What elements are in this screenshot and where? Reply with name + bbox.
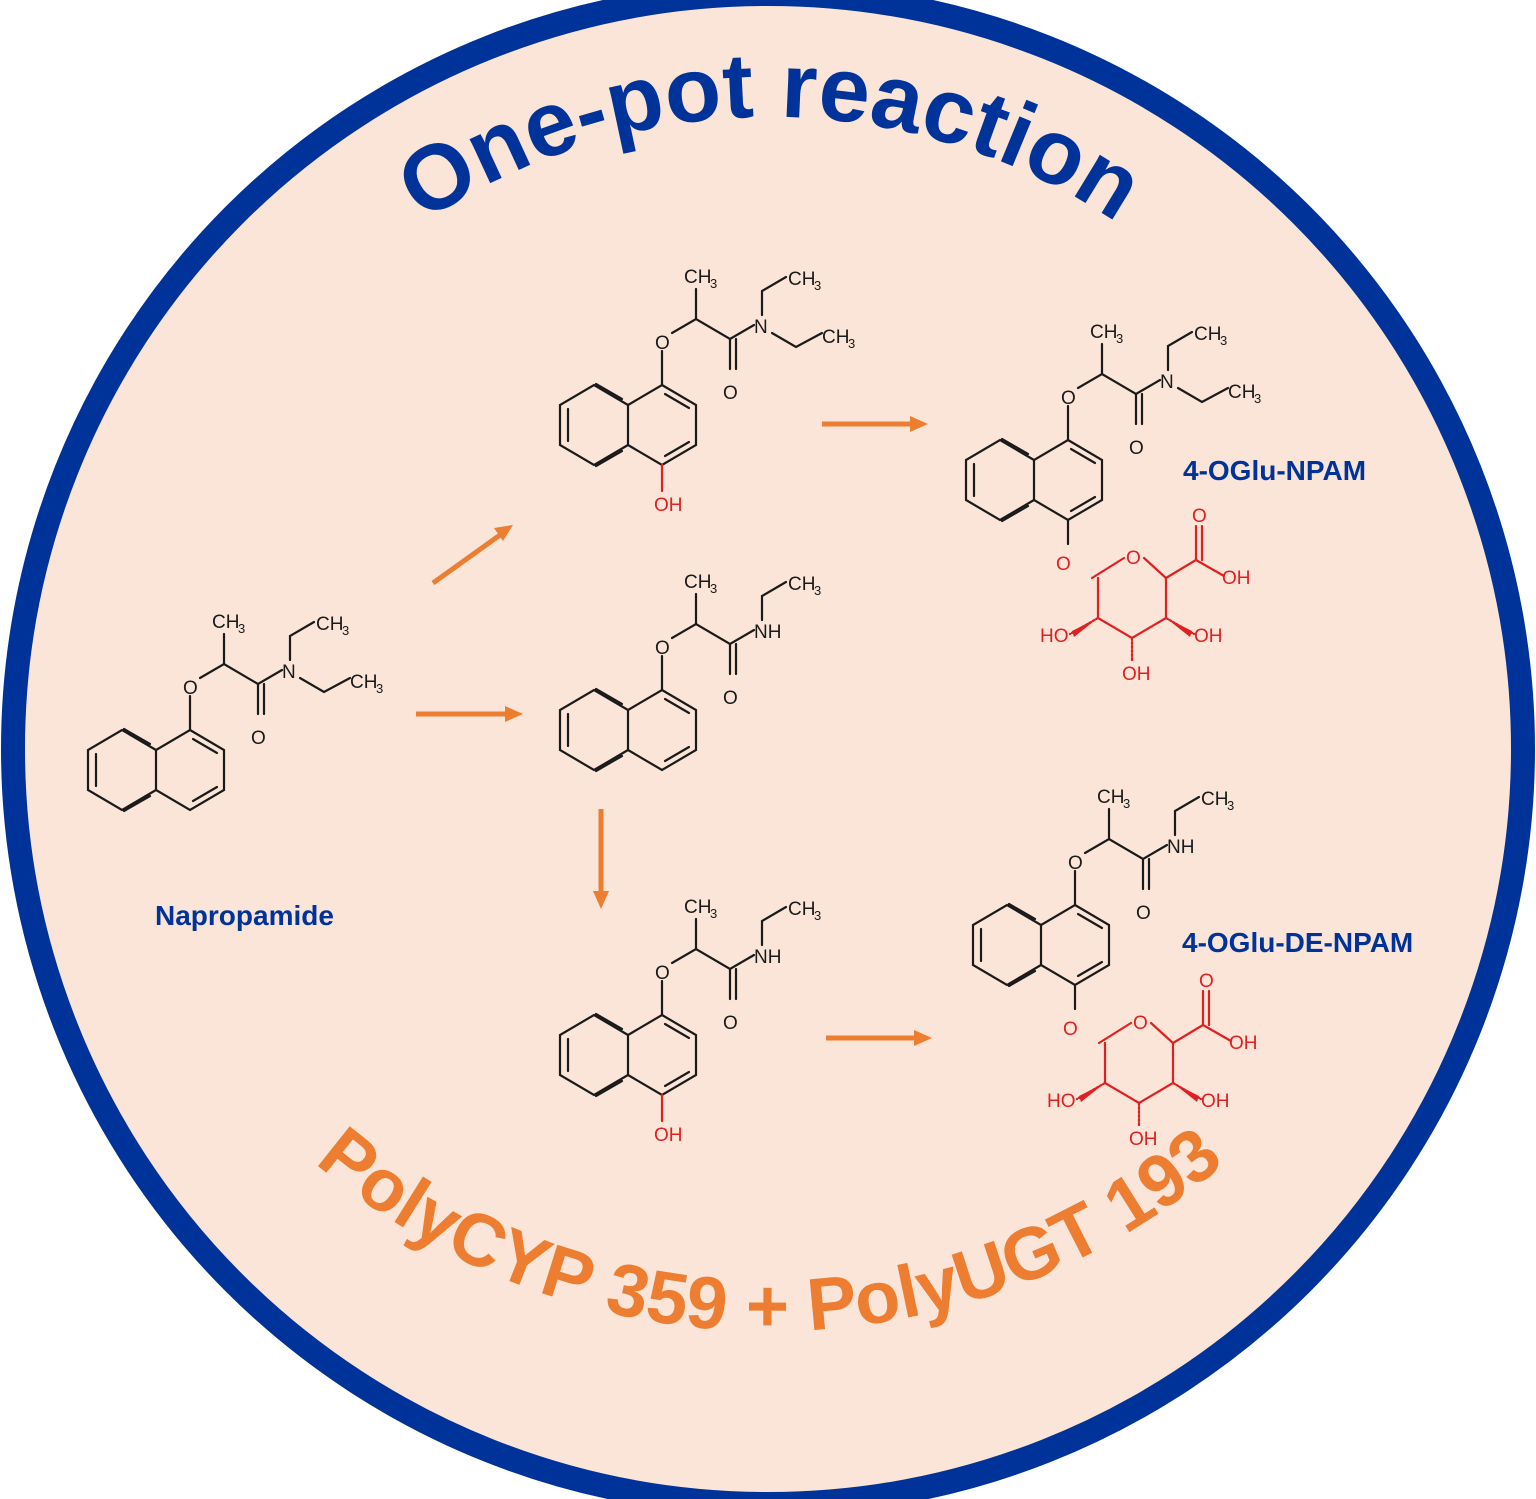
svg-text:3: 3 <box>238 621 245 636</box>
molecule-hydroxy-deethyl-napropamide: OH O O NH CH 3 CH 3 <box>558 897 821 1146</box>
svg-text:CH: CH <box>350 672 377 693</box>
svg-text:3: 3 <box>376 681 383 696</box>
svg-text:N: N <box>754 317 768 338</box>
svg-text:O: O <box>1061 388 1076 409</box>
svg-text:3: 3 <box>1254 391 1261 406</box>
svg-text:CH: CH <box>822 327 849 348</box>
label-4-oglu-npam: 4-OGlu-NPAM <box>1183 455 1366 486</box>
svg-text:CH: CH <box>788 574 815 595</box>
svg-text:O: O <box>655 963 670 984</box>
arrow-napropamide-to-hydroxy <box>431 525 513 586</box>
svg-text:3: 3 <box>814 583 821 598</box>
label-4-oglu-de-npam: 4-OGlu-DE-NPAM <box>1182 927 1413 958</box>
svg-text:O: O <box>723 383 738 404</box>
svg-text:O: O <box>1133 1013 1148 1034</box>
svg-text:O: O <box>1056 554 1071 575</box>
svg-text:OH: OH <box>1129 1129 1158 1150</box>
label-napropamide: Napropamide <box>155 900 334 931</box>
molecule-napropamide: O O N CH 3 CH 3 CH 3 <box>86 612 383 813</box>
svg-text:3: 3 <box>1123 796 1130 811</box>
svg-text:CH: CH <box>684 572 711 593</box>
svg-text:3: 3 <box>1227 798 1234 813</box>
svg-text:OH: OH <box>654 1125 683 1146</box>
svg-text:3: 3 <box>1220 333 1227 348</box>
svg-text:OH: OH <box>1229 1033 1258 1054</box>
svg-text:O: O <box>1068 853 1083 874</box>
svg-text:O: O <box>723 688 738 709</box>
svg-text:3: 3 <box>710 906 717 921</box>
svg-text:O: O <box>1129 438 1144 459</box>
svg-text:O: O <box>1192 506 1207 527</box>
arrow-deethyl-to-hydroxy-deethyl <box>593 809 609 909</box>
molecule-glucuronide-napropamide: O O N CH 3 CH 3 CH 3 O O O OH HO OH OH <box>964 322 1261 685</box>
svg-text:OH: OH <box>1122 664 1151 685</box>
svg-text:O: O <box>723 1013 738 1034</box>
svg-text:CH: CH <box>1228 382 1255 403</box>
svg-text:CH: CH <box>1097 787 1124 808</box>
svg-text:3: 3 <box>342 623 349 638</box>
svg-text:NH: NH <box>1167 837 1194 858</box>
svg-text:CH: CH <box>684 897 711 918</box>
svg-text:N: N <box>1160 372 1174 393</box>
svg-text:O: O <box>1136 903 1151 924</box>
svg-text:CH: CH <box>1201 789 1228 810</box>
svg-text:3: 3 <box>814 908 821 923</box>
svg-text:O: O <box>655 638 670 659</box>
svg-text:CH: CH <box>212 612 239 633</box>
svg-text:O: O <box>1063 1019 1078 1040</box>
arrow-hydroxy-deethyl-to-glucuronide <box>826 1030 932 1046</box>
svg-text:3: 3 <box>710 581 717 596</box>
arrow-hydroxy-to-glucuronide <box>822 416 928 432</box>
svg-text:O: O <box>1126 548 1141 569</box>
svg-text:OH: OH <box>1201 1091 1230 1112</box>
svg-text:3: 3 <box>710 276 717 291</box>
svg-text:CH: CH <box>788 899 815 920</box>
svg-text:OH: OH <box>654 495 683 516</box>
molecule-deethyl-napropamide: O O NH CH 3 CH 3 <box>558 572 821 773</box>
svg-text:O: O <box>1199 971 1214 992</box>
svg-text:CH: CH <box>1194 324 1221 345</box>
svg-text:OH: OH <box>1194 626 1223 647</box>
svg-text:CH: CH <box>316 614 343 635</box>
svg-text:CH: CH <box>1090 322 1117 343</box>
svg-text:3: 3 <box>814 278 821 293</box>
svg-text:NH: NH <box>754 622 781 643</box>
molecule-glucuronide-deethyl-napropamide: O O NH CH 3 CH 3 O O O OH HO OH OH <box>971 787 1258 1150</box>
svg-text:HO: HO <box>1047 1091 1076 1112</box>
svg-text:HO: HO <box>1040 626 1069 647</box>
svg-text:OH: OH <box>1222 568 1251 589</box>
arrow-napropamide-to-deethyl <box>416 706 523 722</box>
molecule-hydroxy-napropamide: OH O O N CH 3 CH 3 CH 3 <box>558 267 855 516</box>
svg-text:O: O <box>251 728 266 749</box>
svg-text:NH: NH <box>754 947 781 968</box>
svg-text:N: N <box>282 662 296 683</box>
svg-text:CH: CH <box>788 269 815 290</box>
svg-text:CH: CH <box>684 267 711 288</box>
svg-text:O: O <box>655 333 670 354</box>
svg-text:O: O <box>183 678 198 699</box>
svg-text:3: 3 <box>1116 331 1123 346</box>
svg-text:3: 3 <box>848 336 855 351</box>
